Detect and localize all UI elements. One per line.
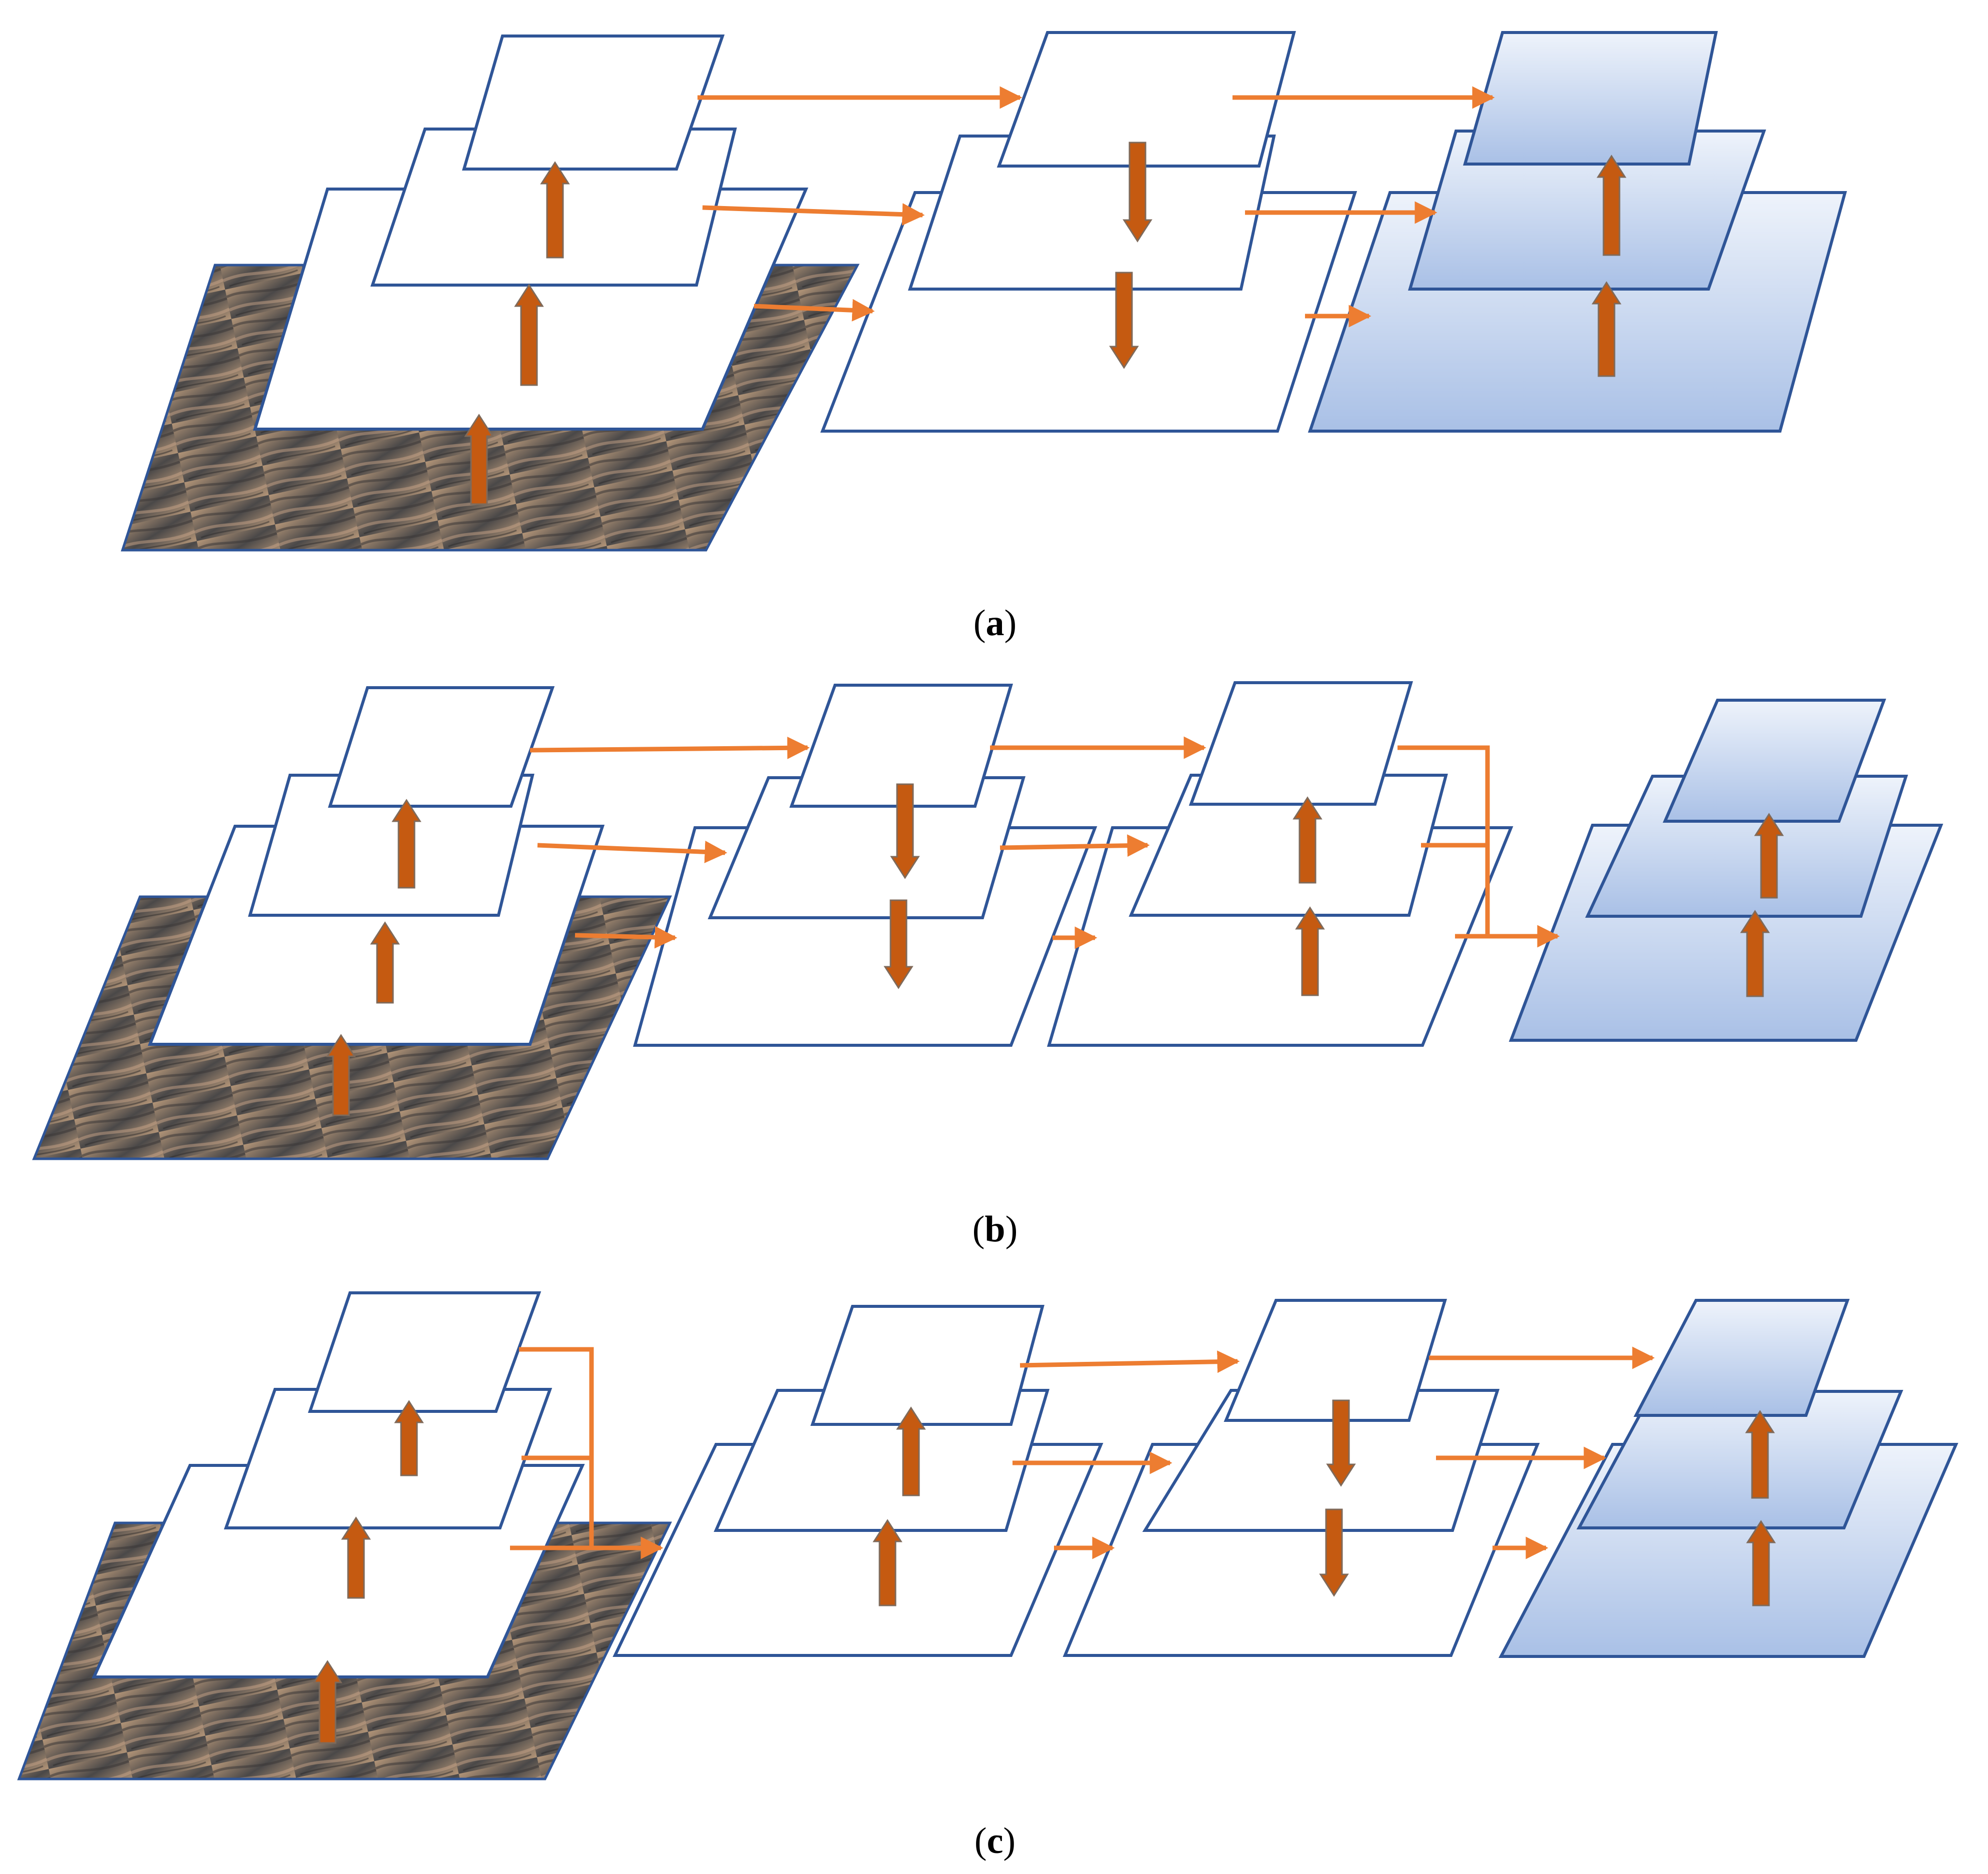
up-arrow-a2 <box>514 284 544 386</box>
connection-b-merge-top <box>1398 745 1560 948</box>
down-arrow-c1 <box>1326 1399 1356 1487</box>
backbone-b-level3 <box>328 686 555 808</box>
connection-c-top-1 <box>1020 1350 1240 1373</box>
up-arrow-c4 <box>872 1519 902 1606</box>
pyramid-a-level3 <box>1463 31 1718 166</box>
bottomup-c-level3 <box>810 1305 1044 1426</box>
pyramid-c-level3 <box>1634 1299 1850 1417</box>
down-arrow-b2 <box>884 899 914 989</box>
topdown-c-level3 <box>1224 1299 1448 1422</box>
pyramid-b-level3 <box>1662 699 1886 823</box>
down-arrow-a2 <box>1109 272 1139 369</box>
connection-b-mid-2 <box>1000 834 1150 857</box>
up-arrow-b3 <box>392 799 422 889</box>
up-arrow-a4 <box>1596 155 1626 256</box>
down-arrow-b1 <box>890 783 920 879</box>
backbone-a-level3 <box>462 35 725 171</box>
topdown-a-level3 <box>996 31 1296 168</box>
up-arrow-b4 <box>1292 796 1322 884</box>
up-arrow-b5 <box>1295 906 1325 996</box>
up-arrow-a3 <box>540 161 570 259</box>
panel-label-a: (a) <box>974 603 1016 644</box>
up-arrow-a1 <box>464 414 494 505</box>
connection-a-mid-1 <box>702 203 925 226</box>
down-arrow-c2 <box>1319 1508 1349 1597</box>
panel-label-b: (b) <box>972 1209 1018 1250</box>
up-arrow-b1 <box>326 1034 356 1116</box>
bottomup-b-level3 <box>1188 681 1414 806</box>
panel-label-c: (c) <box>974 1820 1016 1861</box>
up-arrow-c6 <box>1745 1410 1775 1499</box>
connection-b-top-1 <box>530 736 810 759</box>
up-arrow-b2 <box>370 921 400 1004</box>
connection-c-merge-top <box>519 1347 664 1559</box>
up-arrow-a5 <box>1592 281 1622 377</box>
up-arrow-c5 <box>896 1406 926 1496</box>
up-arrow-b6 <box>1754 813 1784 899</box>
up-arrow-c3 <box>394 1400 424 1476</box>
up-arrow-b7 <box>1740 910 1770 997</box>
pyramid-c-level2 <box>1576 1390 1904 1529</box>
up-arrow-c2 <box>341 1516 371 1599</box>
connection-b-mid-1 <box>537 840 728 863</box>
connection-b-low-1 <box>574 926 678 949</box>
up-arrow-c1 <box>312 1660 342 1744</box>
connection-a-low-1 <box>754 299 875 322</box>
topdown-b-level3 <box>789 684 1014 808</box>
up-arrow-c7 <box>1746 1520 1776 1606</box>
down-arrow-a1 <box>1122 142 1152 243</box>
backbone-c-level3 <box>308 1291 542 1413</box>
